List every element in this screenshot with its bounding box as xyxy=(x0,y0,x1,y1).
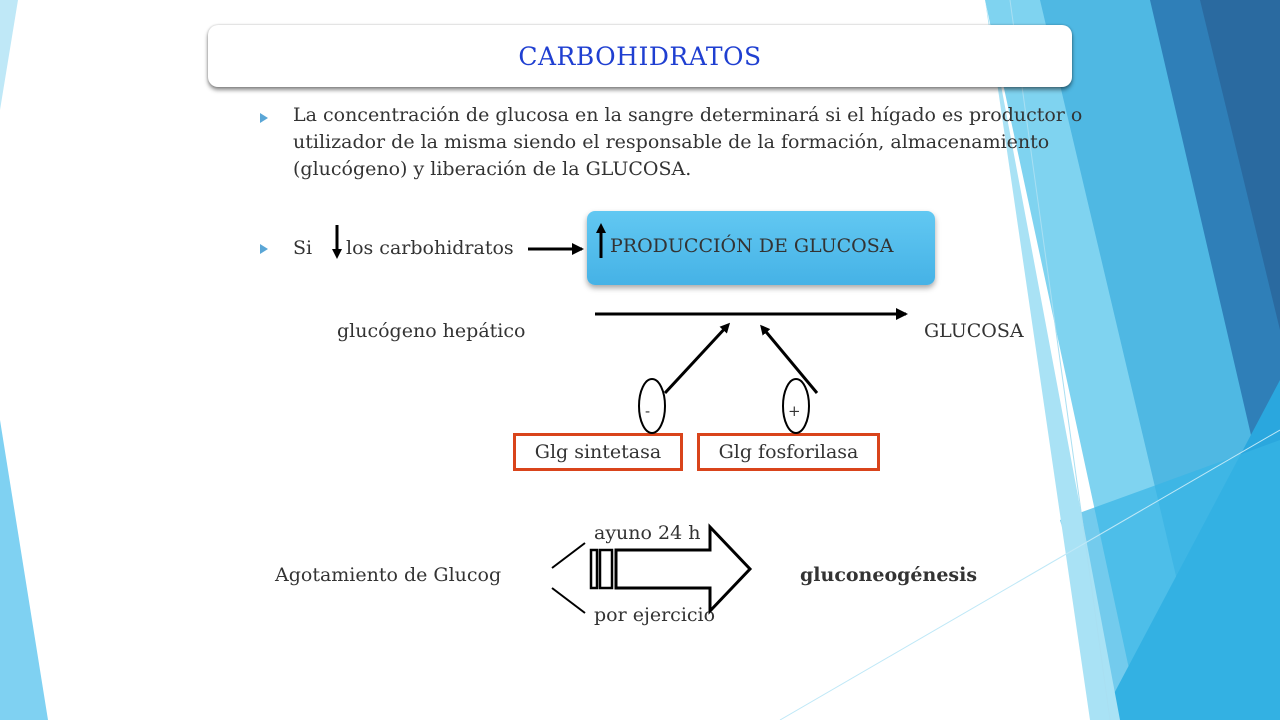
enzyme-box-synthase: Glg sintetasa xyxy=(513,433,683,471)
glycogen-label: glucógeno hepático xyxy=(337,320,526,342)
enzyme-phosphorylase-label: Glg fosforilasa xyxy=(718,441,859,463)
depletion-label: Agotamiento de Glucog xyxy=(275,564,502,586)
activate-sign: + xyxy=(788,402,801,420)
bullet-arrow-icon xyxy=(260,113,268,123)
gluconeogenesis-label: gluconeogénesis xyxy=(800,564,978,586)
exercise-label: por ejercicio xyxy=(594,604,716,626)
bullet-arrow-icon xyxy=(260,244,268,254)
enzyme-synthase-label: Glg sintetasa xyxy=(534,441,662,463)
inhibit-sign: - xyxy=(645,402,651,420)
condition-si: Si xyxy=(293,237,313,259)
title-bar: CARBOHIDRATOS xyxy=(208,25,1072,87)
slide-title: CARBOHIDRATOS xyxy=(518,41,762,71)
fasting-label: ayuno 24 h xyxy=(594,522,701,544)
production-label: PRODUCCIÓN DE GLUCOSA xyxy=(610,235,894,257)
enzyme-box-phosphorylase: Glg fosforilasa xyxy=(697,433,880,471)
glucose-label: GLUCOSA xyxy=(924,320,1024,342)
condition-carbs: los carbohidratos xyxy=(346,237,514,259)
intro-paragraph: La concentración de glucosa en la sangre… xyxy=(293,104,1083,180)
production-box xyxy=(587,211,935,285)
